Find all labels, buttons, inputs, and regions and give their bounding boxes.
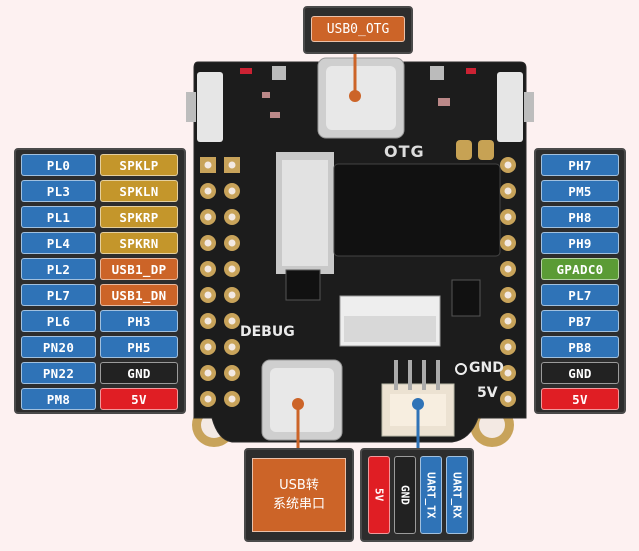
bottom-pin-5v: 5V	[368, 456, 390, 534]
left-pin-gnd: GND	[100, 362, 178, 384]
board-label-gnd: GND	[469, 360, 504, 376]
right-pin-ph7: PH7	[541, 154, 619, 176]
usb0-otg-label: USB0_OTG	[311, 16, 405, 42]
right-header-pads	[500, 157, 516, 407]
left-pin-spkrn: SPKRN	[100, 232, 178, 254]
left-pin-ph3: PH3	[100, 310, 178, 332]
board-label-debug: DEBUG	[240, 324, 295, 340]
right-pin-gpadc0: GPADC0	[541, 258, 619, 280]
right-pin-gnd: GND	[541, 362, 619, 384]
right-pin-pl7: PL7	[541, 284, 619, 306]
left-pin-pn20: PN20	[21, 336, 96, 358]
right-pin-ph9: PH9	[541, 232, 619, 254]
right-pin-5v: 5V	[541, 388, 619, 410]
usb-serial-label: USB转 系统串口	[252, 458, 346, 532]
board-label-otg: OTG	[384, 142, 425, 161]
left-pin-spkln: SPKLN	[100, 180, 178, 202]
right-pin-ph8: PH8	[541, 206, 619, 228]
left-pin-pl2: PL2	[21, 258, 96, 280]
left-pin-pl3: PL3	[21, 180, 96, 202]
left-pin-usb1_dp: USB1_DP	[100, 258, 178, 280]
left-pin-ph5: PH5	[100, 336, 178, 358]
left-pin-pm8: PM8	[21, 388, 96, 410]
bottom-pin-uart-rx: UART_RX	[446, 456, 468, 534]
board-label-5v: 5V	[477, 385, 498, 401]
left-pin-spkrp: SPKRP	[100, 206, 178, 228]
left-pin-pl4: PL4	[21, 232, 96, 254]
left-pin-spklp: SPKLP	[100, 154, 178, 176]
left-pin-pl1: PL1	[21, 206, 96, 228]
left-pin-usb1_dn: USB1_DN	[100, 284, 178, 306]
right-pin-pm5: PM5	[541, 180, 619, 202]
left-pin-pl6: PL6	[21, 310, 96, 332]
left-pin-5v: 5V	[100, 388, 178, 410]
right-pin-pb7: PB7	[541, 310, 619, 332]
left-pin-pn22: PN22	[21, 362, 96, 384]
left-header-pads	[200, 157, 240, 407]
left-pin-pl7: PL7	[21, 284, 96, 306]
left-pin-pl0: PL0	[21, 154, 96, 176]
bottom-pin-uart-tx: UART_TX	[420, 456, 442, 534]
bottom-pin-gnd: GND	[394, 456, 416, 534]
right-pin-pb8: PB8	[541, 336, 619, 358]
